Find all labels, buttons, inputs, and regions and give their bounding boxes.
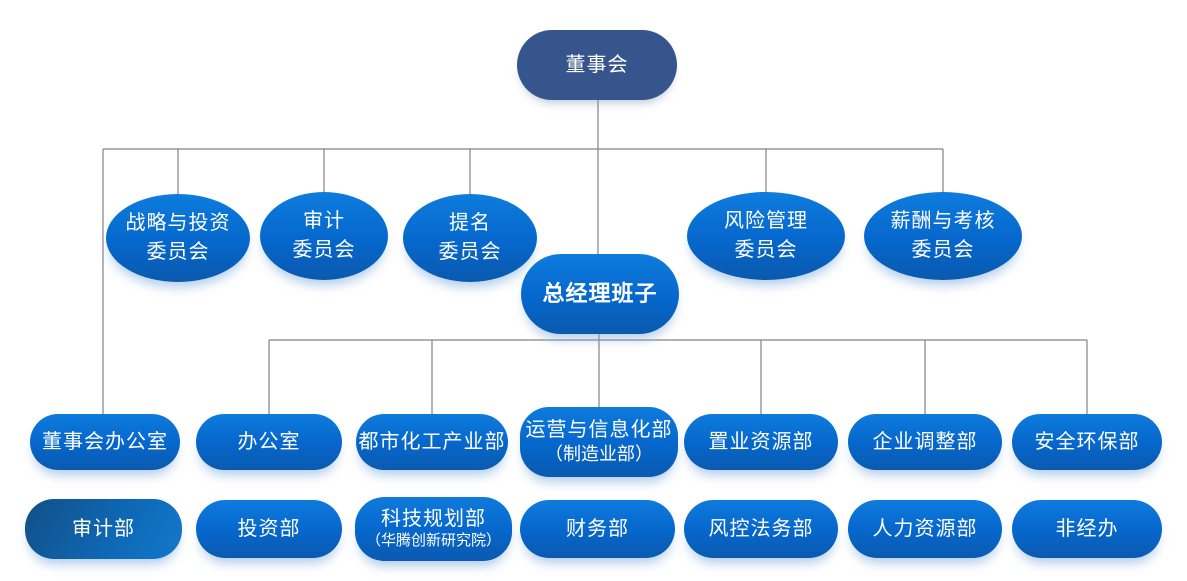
node-label: 人力资源部 <box>872 517 978 540</box>
node-sublabel: （华腾创新研究院） <box>365 533 501 550</box>
node-tech-planning-dept: 科技规划部 （华腾创新研究院） <box>355 497 512 561</box>
node-operations-informatization-dept: 运营与信息化部 （制造业部） <box>520 407 678 477</box>
node-finance-dept: 财务部 <box>520 500 675 558</box>
node-label: 安全环保部 <box>1034 430 1140 453</box>
node-label: 都市化工产业部 <box>358 430 506 453</box>
node-label: 投资部 <box>237 517 301 540</box>
node-urban-chemical-industry-dept: 都市化工产业部 <box>356 414 508 470</box>
node-investment-dept: 投资部 <box>196 500 342 558</box>
node-board-office: 董事会办公室 <box>30 414 180 470</box>
node-label: 风险管理 委员会 <box>724 210 808 261</box>
node-strategy-investment-committee: 战略与投资 委员会 <box>106 194 250 282</box>
node-label: 置业资源部 <box>708 430 814 453</box>
node-label: 审计部 <box>72 517 135 540</box>
node-label: 总经理班子 <box>542 281 658 307</box>
node-label: 非经办 <box>1055 517 1119 540</box>
node-nomination-committee: 提名 委员会 <box>403 194 537 282</box>
node-label: 董事会办公室 <box>42 430 168 453</box>
node-label: 办公室 <box>237 430 301 453</box>
node-label: 风控法务部 <box>708 517 814 540</box>
node-sublabel: （制造业部） <box>545 443 653 464</box>
node-label: 财务部 <box>566 517 629 540</box>
node-audit-dept: 审计部 <box>25 499 182 559</box>
node-hr-dept: 人力资源部 <box>848 500 1002 558</box>
node-label: 提名 委员会 <box>438 212 502 263</box>
node-label: 科技规划部 <box>381 508 486 531</box>
node-label: 薪酬与考核 委员会 <box>890 210 996 261</box>
node-label: 运营与信息化部 <box>525 418 673 441</box>
node-non-operating-office: 非经办 <box>1012 500 1162 558</box>
node-office: 办公室 <box>196 414 342 470</box>
node-audit-committee: 审计 委员会 <box>260 192 388 280</box>
node-label: 董事会 <box>565 53 629 76</box>
node-general-manager-team: 总经理班子 <box>521 254 679 334</box>
node-safety-environment-dept: 安全环保部 <box>1012 414 1162 470</box>
node-risk-management-committee: 风险管理 委员会 <box>687 192 845 280</box>
node-label: 企业调整部 <box>872 430 978 453</box>
node-risk-legal-dept: 风控法务部 <box>684 500 838 558</box>
node-board-of-directors: 董事会 <box>517 30 677 100</box>
node-label: 战略与投资 委员会 <box>125 212 231 263</box>
node-compensation-assessment-committee: 薪酬与考核 委员会 <box>864 192 1022 280</box>
node-enterprise-adjustment-dept: 企业调整部 <box>848 414 1002 470</box>
node-label: 审计 委员会 <box>292 210 356 261</box>
node-realty-resources-dept: 置业资源部 <box>684 414 838 470</box>
